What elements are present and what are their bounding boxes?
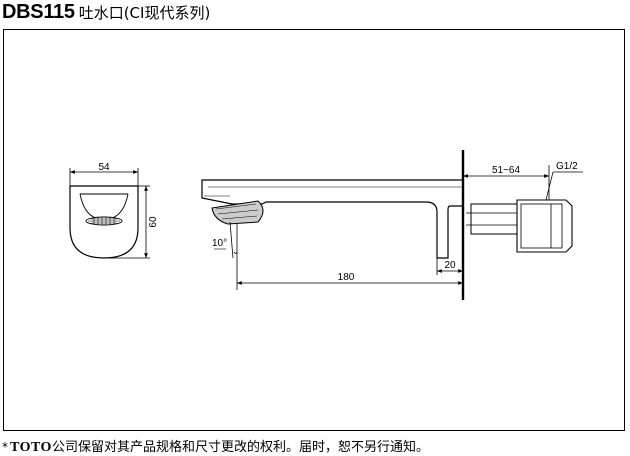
outlet-nozzle-shading (215, 203, 259, 220)
threaded-pipe (470, 203, 518, 235)
wall-range-label: 51~64 (492, 165, 521, 176)
disclaimer: * TOTO 公司保留对其产品规格和尺寸更改的权利。届时，恕不另行通知。 (2, 436, 429, 456)
front-width-label: 54 (98, 162, 110, 173)
drawing-frame (3, 29, 625, 431)
model-number: DBS115 (2, 1, 75, 23)
thread-label: G1/2 (556, 161, 578, 172)
angle-arc (233, 251, 238, 254)
thread-leader-diagonal (545, 171, 554, 201)
angle-tilted-reference (229, 221, 234, 259)
spout-body-outline (201, 179, 464, 259)
drawing-title: DBS115 吐水口(CI现代系列) (2, 1, 210, 25)
wall-connector-inner (520, 203, 563, 249)
outlet-nozzle (211, 200, 264, 225)
brand-name: TOTO (10, 440, 52, 455)
product-description: 吐水口(CI现代系列) (78, 4, 211, 22)
angle-label: 10° (212, 238, 227, 249)
front-view: 54 60 (69, 162, 159, 259)
front-aerator-housing (79, 193, 129, 219)
offset-label: 20 (444, 260, 456, 271)
disclaimer-text: 公司保留对其产品规格和尺寸更改的权利。届时，恕不另行通知。 (51, 440, 429, 455)
footnote-marker: * (2, 440, 8, 454)
side-view: 10° 51~64 G1/2 20 180 (201, 150, 583, 300)
wall-connector-body (516, 199, 573, 253)
aerator-mesh (88, 217, 120, 225)
front-height-label: 60 (148, 216, 159, 228)
spout-length-label: 180 (338, 272, 355, 283)
